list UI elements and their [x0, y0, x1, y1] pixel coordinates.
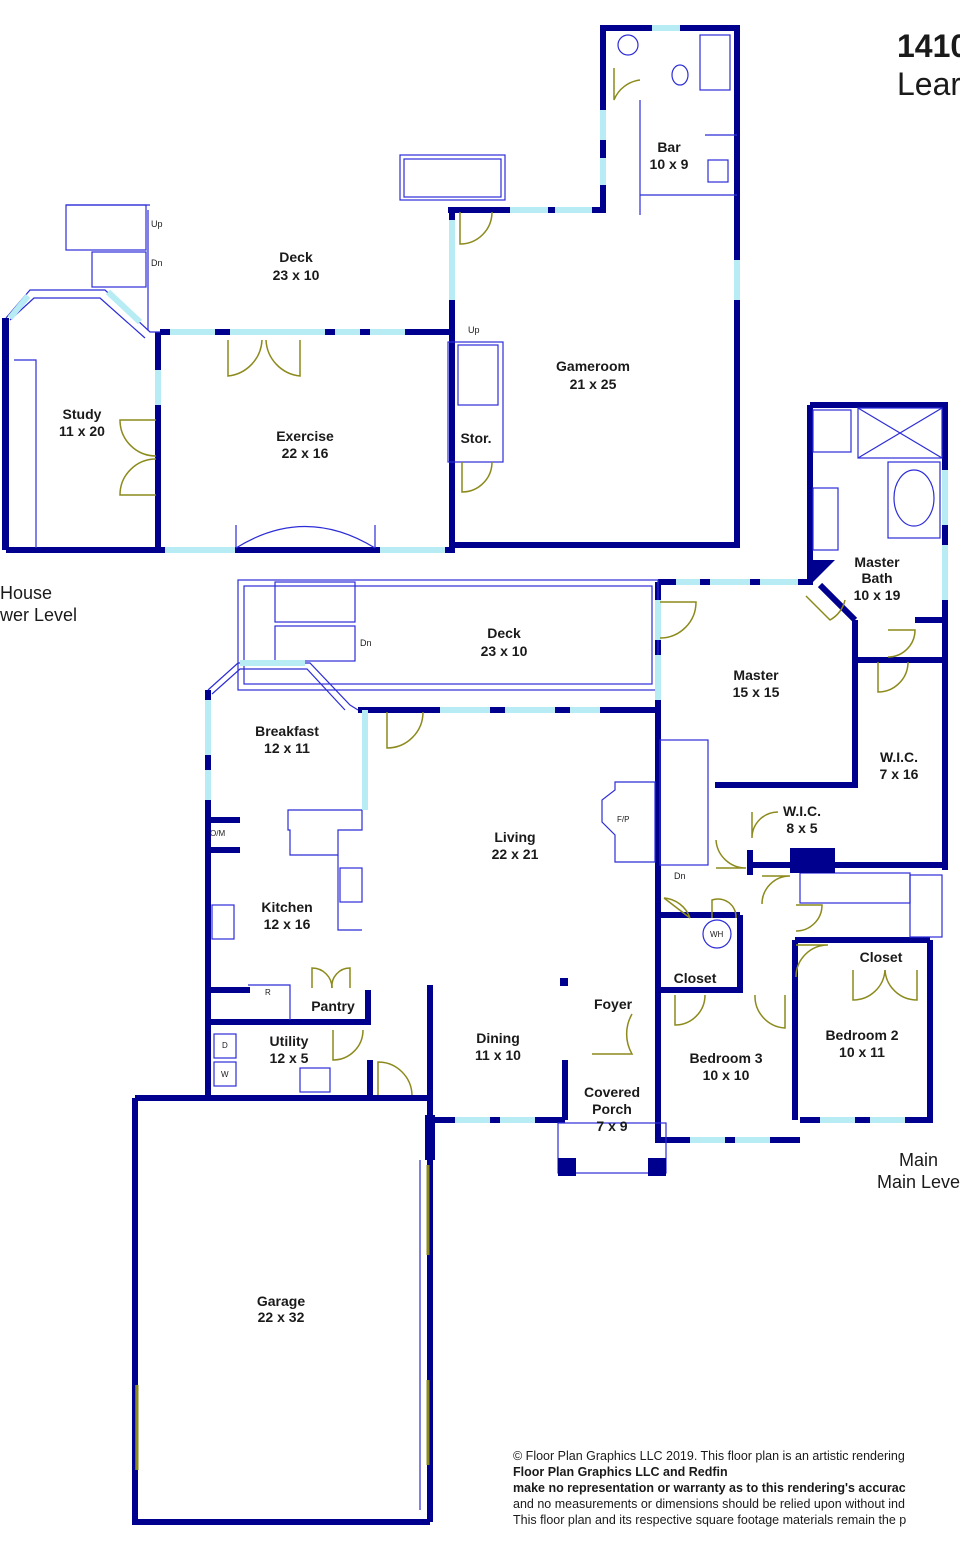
utility-dims: 12 x 5: [270, 1050, 309, 1066]
wic-small-dims: 8 x 5: [786, 820, 817, 836]
garage-label: Garage: [257, 1293, 305, 1309]
lower-level-windows: [7, 25, 740, 553]
study-label: Study: [63, 406, 102, 422]
breakfast-label: Breakfast: [255, 723, 319, 739]
master-dims: 15 x 15: [733, 684, 780, 700]
foyer-label: Foyer: [594, 996, 633, 1012]
main-level-windows: [205, 470, 948, 1143]
master-bath-dims: 10 x 19: [854, 587, 901, 603]
breakfast-dims: 12 x 11: [264, 740, 310, 756]
deck-main-dims: 23 x 10: [481, 643, 528, 659]
copyright-line2: Floor Plan Graphics LLC and Redfin: [513, 1465, 728, 1479]
up-gameroom-label: Up: [468, 325, 480, 335]
refrigerator-label: R: [265, 988, 271, 997]
deck-lower-dims: 23 x 10: [273, 267, 320, 283]
lower-level-line1: House: [0, 583, 53, 603]
oven-microwave-label: O/M: [210, 829, 225, 838]
covered-porch-dims: 7 x 9: [596, 1118, 627, 1134]
utility-label: Utility: [270, 1033, 309, 1049]
dn-main-deck-label: Dn: [360, 638, 372, 648]
covered-porch-label-1: Covered: [584, 1084, 640, 1100]
lower-level-caption: House wer Level: [0, 582, 77, 626]
kitchen-label: Kitchen: [261, 899, 312, 915]
main-level-caption: Main Main Leve: [877, 1149, 960, 1193]
master-bath-label-2: Bath: [861, 570, 892, 586]
closet-b2-label: Closet: [860, 949, 903, 965]
dining-dims: 11 x 10: [475, 1047, 521, 1063]
washer-label: W: [221, 1070, 229, 1079]
water-heater-label: WH: [710, 930, 724, 939]
bar-label: Bar: [657, 139, 681, 155]
gameroom-label: Gameroom: [556, 358, 630, 374]
study-dims: 11 x 20: [59, 423, 105, 439]
wic-large-dims: 7 x 16: [880, 766, 919, 782]
lower-level-doors: [119, 68, 641, 496]
copyright-notice: © Floor Plan Graphics LLC 2019. This flo…: [513, 1448, 906, 1528]
main-level-line1: Main: [899, 1150, 939, 1170]
closet-b3-label: Closet: [674, 970, 717, 986]
deck-main-label: Deck: [487, 625, 521, 641]
address-number: 1410: [897, 28, 960, 64]
bedroom2-label: Bedroom 2: [825, 1027, 898, 1043]
bar-dims: 10 x 9: [650, 156, 689, 172]
lower-level-line2: wer Level: [0, 605, 78, 625]
pantry-label: Pantry: [311, 998, 355, 1014]
master-bath-label-1: Master: [854, 554, 900, 570]
lower-level-details: [5, 34, 737, 549]
fireplace-label: F/P: [617, 815, 629, 824]
storage-label: Stor.: [460, 430, 491, 446]
exercise-dims: 22 x 16: [282, 445, 329, 461]
kitchen-dims: 12 x 16: [264, 916, 311, 932]
deck-lower-label: Deck: [279, 249, 313, 265]
solid-blocks: [2, 318, 835, 1176]
bedroom2-dims: 10 x 11: [839, 1044, 885, 1060]
address-name: Lear: [897, 66, 960, 102]
copyright-line4: and no measurements or dimensions should…: [513, 1497, 905, 1511]
dining-label: Dining: [476, 1030, 520, 1046]
living-dims: 22 x 21: [492, 846, 539, 862]
living-label: Living: [494, 829, 535, 845]
main-level-doors: [135, 595, 918, 1470]
up-lower-deck-label: Up: [151, 219, 163, 229]
wic-small-label: W.I.C.: [783, 803, 821, 819]
copyright-line1: © Floor Plan Graphics LLC 2019. This flo…: [513, 1449, 905, 1463]
covered-porch-label-2: Porch: [592, 1101, 632, 1117]
lower-level-walls: [3, 25, 740, 553]
dryer-label: D: [222, 1041, 228, 1050]
dn-living-label: Dn: [674, 871, 686, 881]
copyright-line5: This floor plan and its respective squar…: [513, 1513, 907, 1527]
wic-large-label: W.I.C.: [880, 749, 918, 765]
bedroom3-dims: 10 x 10: [703, 1067, 750, 1083]
bedroom3-label: Bedroom 3: [689, 1050, 762, 1066]
dn-lower-deck-label: Dn: [151, 258, 163, 268]
main-level-details: [207, 407, 943, 1510]
master-label: Master: [733, 667, 779, 683]
gameroom-dims: 21 x 25: [570, 376, 617, 392]
garage-dims: 22 x 32: [258, 1309, 305, 1325]
main-level-walls: [132, 402, 948, 1525]
copyright-line3: make no representation or warranty as to…: [513, 1481, 906, 1495]
exercise-label: Exercise: [276, 428, 334, 444]
main-level-line2: Main Leve: [877, 1172, 960, 1192]
garage-door-lines: [135, 1165, 430, 1470]
